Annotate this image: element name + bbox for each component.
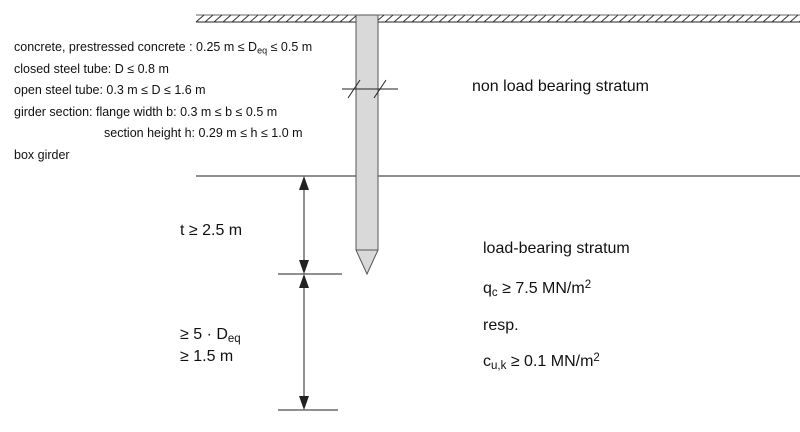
hatch-stroke <box>231 14 241 23</box>
hatch-stroke <box>717 14 727 23</box>
hatch-stroke <box>222 14 232 23</box>
non-load-bearing-label: non load bearing stratum <box>472 78 649 95</box>
qc-requirement: qc ≥ 7.5 MN/m2 <box>483 278 592 299</box>
hatch-stroke <box>771 14 781 23</box>
load-bearing-label: load-bearing stratum <box>483 240 630 257</box>
hatch-stroke <box>420 14 430 23</box>
hatch-stroke <box>195 14 205 23</box>
hatch-stroke <box>618 14 628 23</box>
hatch-stroke <box>753 14 763 23</box>
hatch-stroke <box>447 14 457 23</box>
embedment-label: t ≥ 2.5 m <box>180 222 243 239</box>
hatch-stroke <box>411 14 421 23</box>
hatch-stroke <box>672 14 682 23</box>
ground-hatching <box>195 14 800 23</box>
hatch-stroke <box>546 14 556 23</box>
hatch-stroke <box>492 14 502 23</box>
hatch-stroke <box>510 14 520 23</box>
hatch-stroke <box>654 14 664 23</box>
embedment-dimension-arrow <box>299 176 309 274</box>
hatch-stroke <box>555 14 565 23</box>
hatch-stroke <box>213 14 223 23</box>
hatch-stroke <box>564 14 574 23</box>
hatch-stroke <box>339 14 349 23</box>
hatch-stroke <box>483 14 493 23</box>
spec-open-steel-tube: open steel tube: 0.3 m ≤ D ≤ 1.6 m <box>14 83 206 97</box>
hatch-stroke <box>582 14 592 23</box>
resp-label: resp. <box>483 317 519 334</box>
pile-break-mark <box>342 79 398 99</box>
hatch-stroke <box>735 14 745 23</box>
hatch-stroke <box>501 14 511 23</box>
hatch-stroke <box>663 14 673 23</box>
hatch-stroke <box>609 14 619 23</box>
spec-girder-flange: girder section: flange width b: 0.3 m ≤ … <box>14 105 278 119</box>
hatch-stroke <box>708 14 718 23</box>
hatch-stroke <box>321 14 331 23</box>
hatch-stroke <box>474 14 484 23</box>
hatch-stroke <box>600 14 610 23</box>
below-tip-dimension-arrow <box>299 274 309 410</box>
hatch-stroke <box>267 14 277 23</box>
hatch-stroke <box>438 14 448 23</box>
hatch-stroke <box>204 14 214 23</box>
hatch-stroke <box>645 14 655 23</box>
hatch-stroke <box>636 14 646 23</box>
spec-girder-height: section height h: 0.29 m ≤ h ≤ 1.0 m <box>104 126 303 140</box>
hatch-stroke <box>312 14 322 23</box>
hatch-stroke <box>429 14 439 23</box>
hatch-stroke <box>681 14 691 23</box>
hatch-stroke <box>573 14 583 23</box>
hatch-stroke <box>384 14 394 23</box>
hatch-stroke <box>699 14 709 23</box>
hatch-stroke <box>627 14 637 23</box>
hatch-stroke <box>240 14 250 23</box>
hatch-stroke <box>330 14 340 23</box>
hatch-stroke <box>537 14 547 23</box>
hatch-stroke <box>276 14 286 23</box>
hatch-stroke <box>465 14 475 23</box>
below-tip-label-line1: ≥ 5 · Deq <box>180 326 241 345</box>
hatch-stroke <box>393 14 403 23</box>
hatch-stroke <box>294 14 304 23</box>
hatch-stroke <box>456 14 466 23</box>
hatch-stroke <box>744 14 754 23</box>
hatch-stroke <box>789 14 799 23</box>
hatch-stroke <box>528 14 538 23</box>
hatch-stroke <box>690 14 700 23</box>
hatch-stroke <box>303 14 313 23</box>
hatch-stroke <box>519 14 529 23</box>
hatch-stroke <box>591 14 601 23</box>
pile <box>355 14 379 276</box>
spec-closed-steel-tube: closed steel tube: D ≤ 0.8 m <box>14 62 169 76</box>
spec-box-girder: box girder <box>14 148 70 162</box>
hatch-stroke <box>780 14 790 23</box>
hatch-stroke <box>249 14 259 23</box>
hatch-stroke <box>402 14 412 23</box>
spec-concrete: concrete, prestressed concrete : 0.25 m … <box>14 40 313 56</box>
hatch-stroke <box>258 14 268 23</box>
cu-requirement: cu,k ≥ 0.1 MN/m2 <box>483 351 600 372</box>
hatch-stroke <box>726 14 736 23</box>
below-tip-label-line2: ≥ 1.5 m <box>180 348 234 365</box>
hatch-stroke <box>762 14 772 23</box>
hatch-stroke <box>285 14 295 23</box>
